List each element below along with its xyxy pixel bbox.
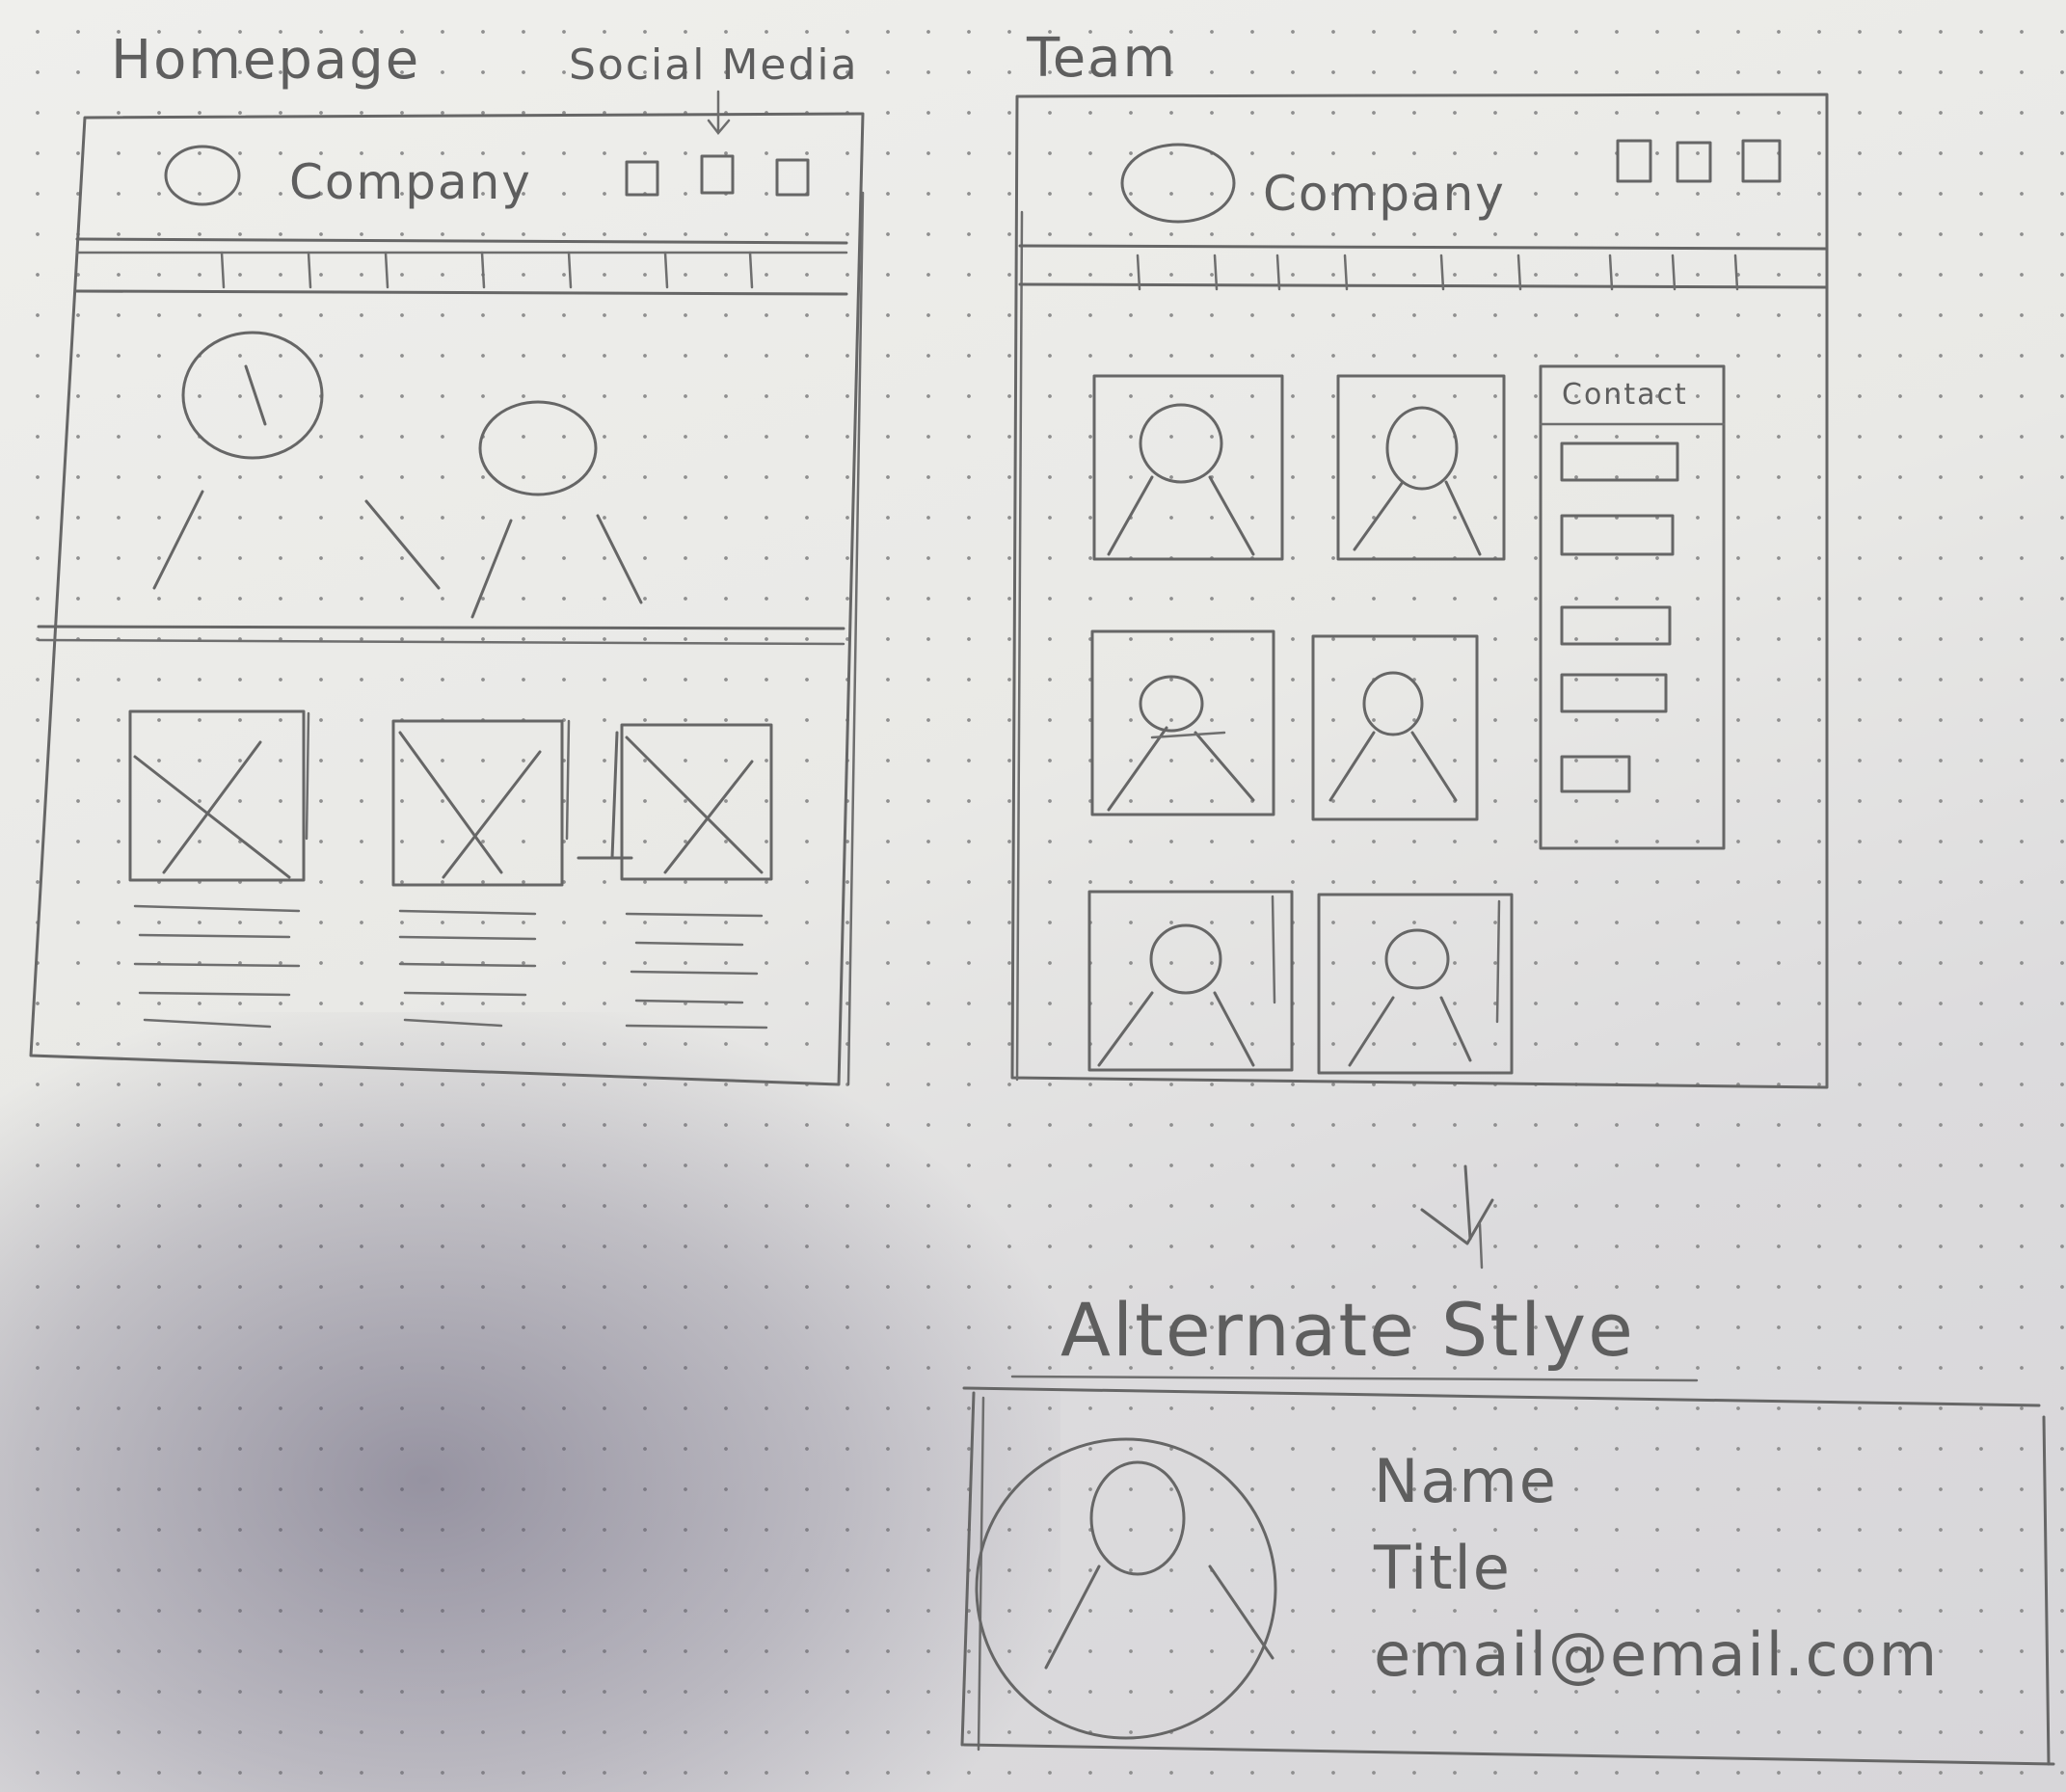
team-social-icon-3 — [1741, 139, 1782, 183]
team-company-label: Company — [1263, 166, 1506, 222]
homepage-wireframe — [29, 90, 865, 1086]
contact-field-3 — [1560, 605, 1672, 646]
team-photo-4 — [1311, 634, 1479, 821]
social-icon-2 — [700, 154, 735, 195]
down-arrow — [1463, 1164, 1472, 1241]
contact-field-5 — [1560, 755, 1631, 793]
card-email: email@email.com — [1374, 1619, 1940, 1690]
contact-field-2 — [1560, 514, 1675, 556]
social-icon-1 — [625, 160, 659, 197]
social-icon-3 — [775, 158, 810, 197]
team-logo-icon — [1120, 143, 1236, 224]
card-avatar — [975, 1437, 1277, 1740]
contact-field-1 — [1560, 441, 1679, 482]
avatar-head — [1089, 1460, 1186, 1576]
card-image-1 — [128, 709, 306, 882]
team-photo-6 — [1317, 893, 1514, 1075]
team-photo-3 — [1090, 629, 1275, 816]
team-social-icon-2 — [1676, 141, 1712, 183]
homepage-logo-icon — [164, 145, 241, 206]
alternate-card — [960, 1375, 2055, 1766]
homepage-company-label: Company — [289, 154, 532, 210]
card-title: Title — [1374, 1533, 1512, 1603]
contact-panel — [1539, 364, 1726, 850]
team-label: Team — [1027, 27, 1178, 90]
team-photo-1 — [1092, 374, 1284, 561]
hero-figure-head-1 — [181, 331, 324, 460]
team-photo-5 — [1087, 890, 1294, 1072]
alternate-style-label: Alternate Stlye — [1060, 1287, 1635, 1373]
card-image-2 — [391, 719, 564, 887]
social-media-label: Social Media — [569, 40, 859, 90]
contact-field-4 — [1560, 673, 1668, 713]
card-name: Name — [1374, 1446, 1558, 1516]
card-image-3 — [620, 723, 773, 881]
contact-title: Contact — [1562, 378, 1688, 412]
homepage-label: Homepage — [111, 29, 421, 92]
team-wireframe — [1010, 93, 1829, 1089]
shadow — [0, 1012, 1060, 1792]
team-social-icon-1 — [1616, 139, 1652, 183]
team-photo-2 — [1336, 374, 1506, 561]
hero-figure-head-2 — [478, 400, 598, 496]
